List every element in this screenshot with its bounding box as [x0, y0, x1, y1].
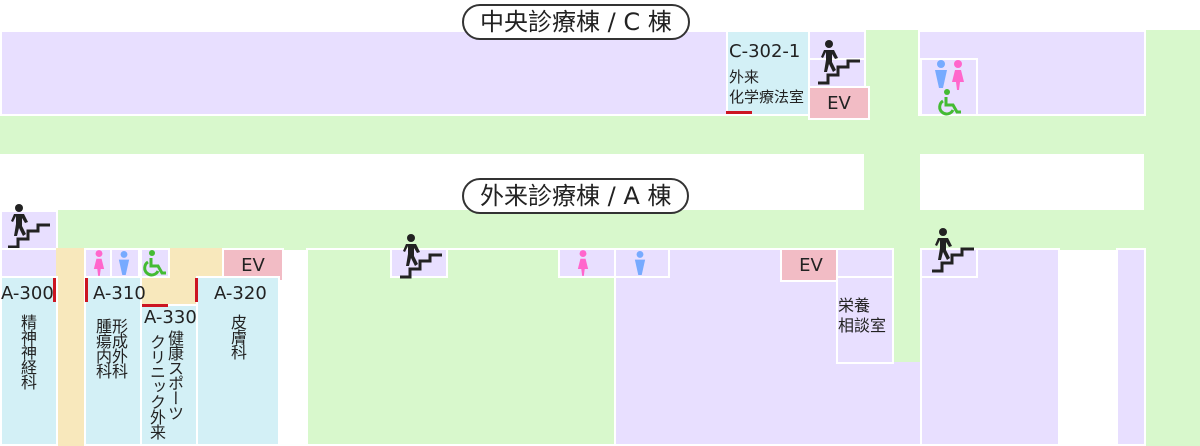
stairs-icon: [400, 234, 442, 279]
stairs-icon: [932, 228, 974, 273]
female-restroom-icon: [577, 250, 589, 276]
female-restroom-icon: [952, 60, 964, 90]
c-building-area: [0, 30, 728, 116]
room-a310[interactable]: [84, 276, 142, 446]
room-a330-name-col1: クリニック外来: [147, 334, 166, 439]
a-right-top-strip: [670, 248, 782, 278]
room-a330-code: A-330: [144, 307, 197, 328]
room-a300[interactable]: [0, 276, 58, 446]
room-a320-name: 皮膚科: [228, 314, 247, 359]
entrance-a330: [142, 304, 168, 307]
room-a320-code: A-320: [214, 283, 267, 304]
room-a330[interactable]: [140, 304, 198, 446]
room-c302-1-name-1: 外来: [729, 68, 760, 86]
a-waiting-corridor: [56, 248, 84, 446]
male-restroom-icon: [118, 251, 130, 275]
accessible-icon: [938, 89, 961, 116]
male-restroom-icon: [935, 60, 947, 88]
room-nutrition-name-2: 相談室: [838, 316, 887, 335]
room-a320[interactable]: [196, 276, 280, 446]
room-a300-name: 精神神経科: [18, 314, 37, 389]
a-building-label: 外来診療棟 / A 棟: [462, 178, 690, 214]
a-elevator-right[interactable]: EV: [780, 248, 842, 282]
entrance-c302-1: [726, 111, 752, 114]
stairs-icon: [818, 40, 860, 85]
a-far-right-area: [920, 248, 1060, 446]
entrance-a300: [53, 278, 56, 302]
room-c302-1-name-2: 化学療法室: [729, 88, 805, 106]
c-stairs-area-top: [808, 30, 866, 60]
corridor-a-horizontal: [56, 210, 1200, 250]
room-a310-code: A-310: [93, 283, 146, 304]
room-a300-code: A-300: [1, 283, 54, 304]
room-nutrition[interactable]: [836, 276, 894, 364]
accessible-icon: [143, 250, 166, 277]
a-far-right-strip: [1116, 248, 1146, 446]
female-restroom-icon: [93, 250, 105, 276]
room-a310-name-col2: 形成外科: [109, 318, 128, 378]
entrance-a320: [195, 278, 198, 302]
corridor-a-nutrition: [894, 250, 920, 362]
a-area-left-top: [0, 248, 58, 278]
c-building-label: 中央診療棟 / C 棟: [462, 4, 690, 40]
room-c302-1[interactable]: [726, 30, 810, 116]
a-central-hall: [306, 248, 616, 446]
entrance-a310: [85, 278, 88, 302]
a-area-next-ev: [836, 248, 894, 278]
room-a310-name-col1: 腫瘍内科: [93, 318, 112, 378]
room-c302-1-code: C-302-1: [729, 41, 801, 62]
room-a330-name-col2: 健康スポーツ: [165, 330, 184, 420]
corridor-c-horizontal: [0, 116, 1200, 154]
male-restroom-icon: [634, 251, 646, 275]
c-elevator[interactable]: EV: [808, 86, 870, 120]
room-nutrition-name-1: 栄養: [838, 296, 871, 315]
stairs-icon: [8, 204, 50, 249]
